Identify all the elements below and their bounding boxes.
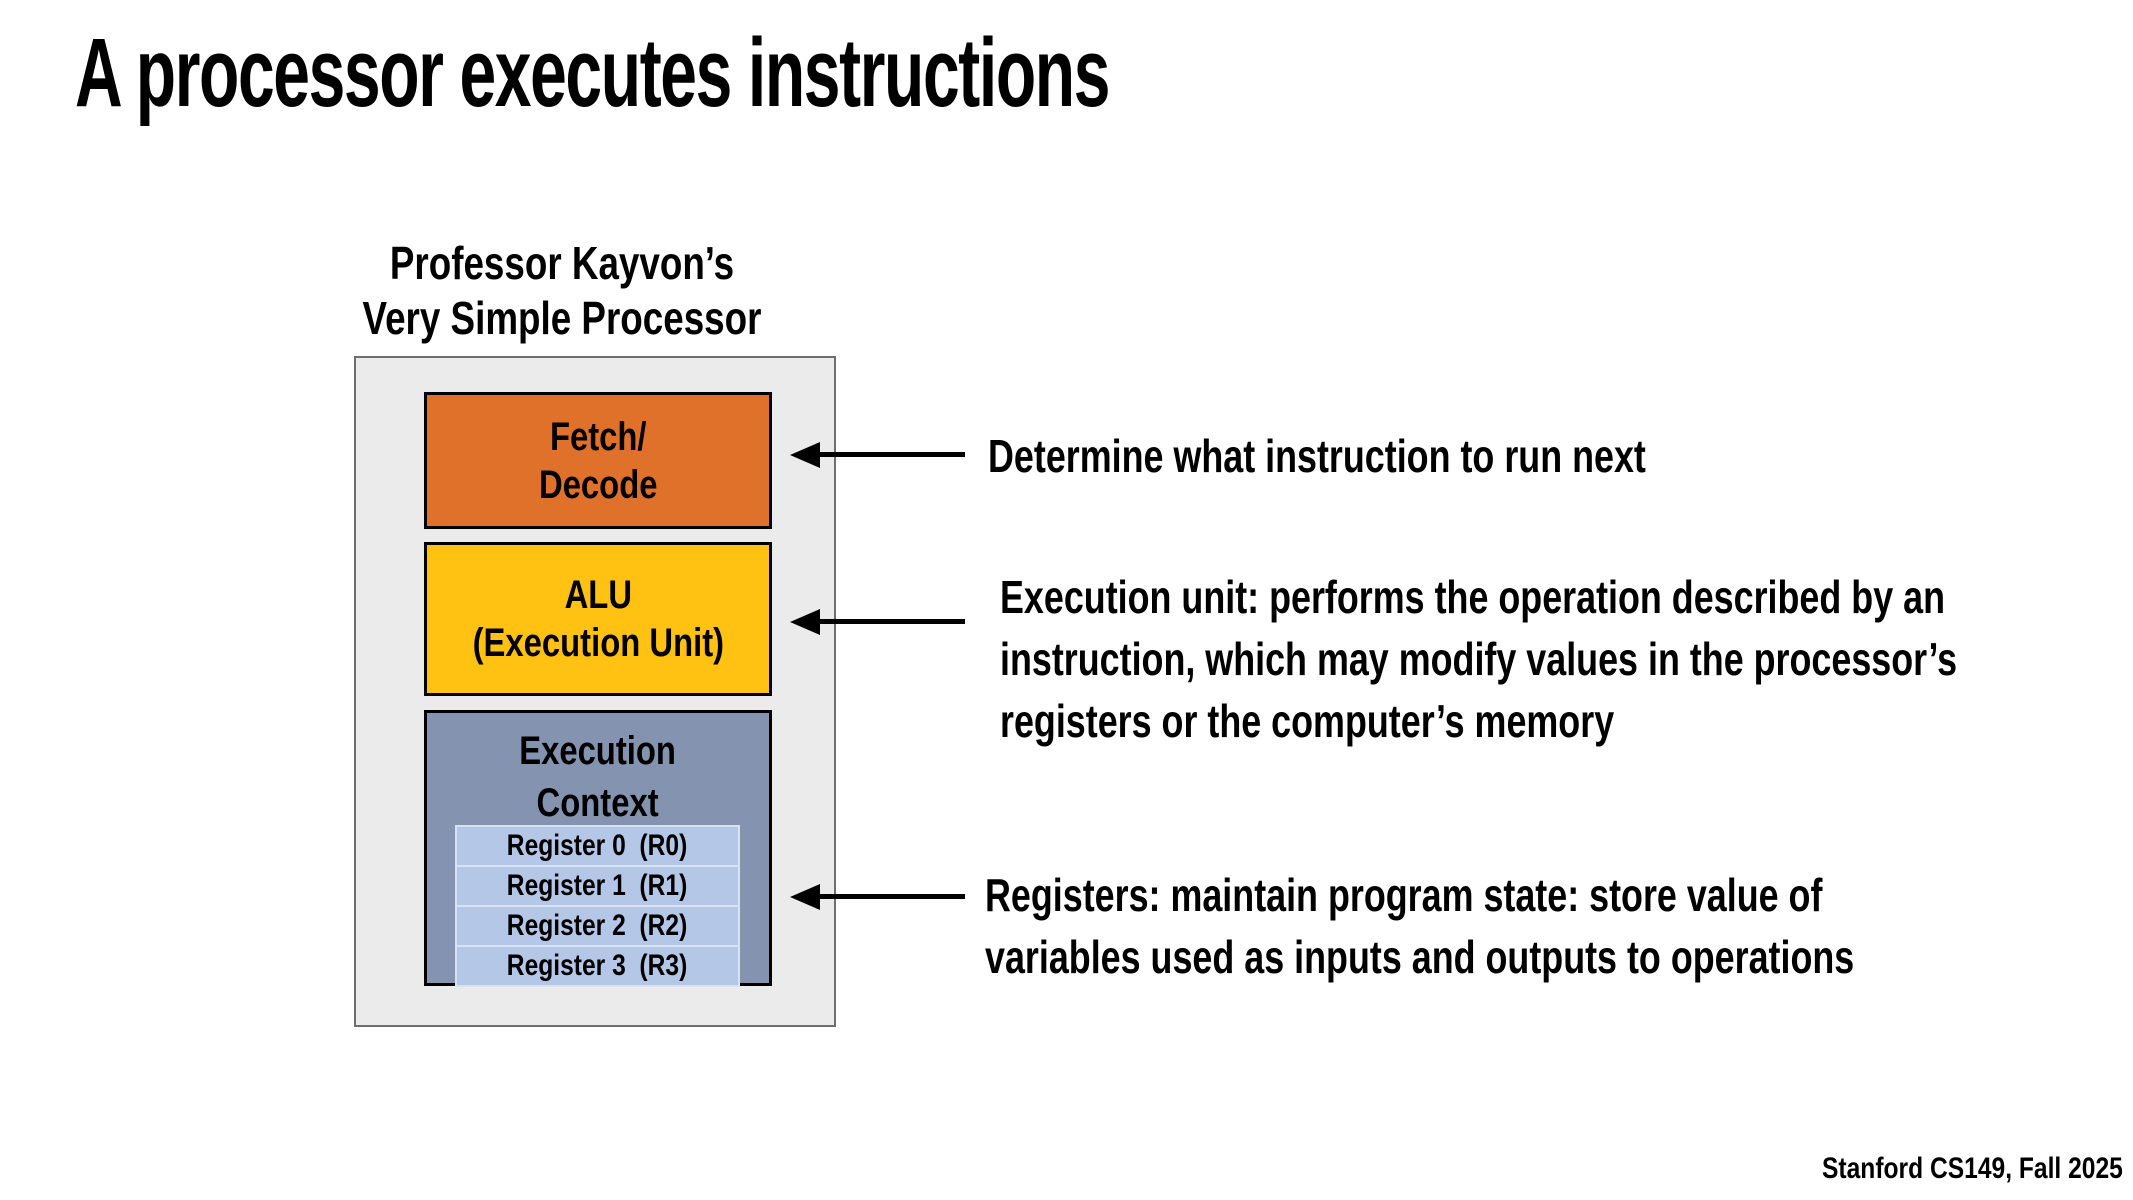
arrow-shaft — [814, 894, 965, 899]
execution-context-label: Execution Context — [520, 725, 677, 829]
register-row: Register 2 (R2) — [457, 907, 738, 947]
annotation-fetch-decode: Determine what instruction to run next — [988, 425, 1646, 487]
fetch-decode-label-line2: Decode — [538, 462, 658, 507]
register-0-label: Register 0 (R0) — [507, 829, 688, 862]
annotation-alu: Execution unit: performs the operation d… — [1000, 566, 1957, 752]
alu-label-line1: ALU — [564, 573, 632, 617]
fetch-decode-label: Fetch/ Decode — [539, 413, 657, 509]
register-file: Register 0 (R0) Register 1 (R1) Register… — [455, 825, 740, 987]
fetch-decode-label-line1: Fetch/ — [549, 414, 647, 459]
execution-context-label-line2: Context — [536, 781, 660, 825]
execution-context-label-line1: Execution — [519, 729, 677, 773]
arrow-shaft — [814, 452, 965, 457]
register-row: Register 3 (R3) — [457, 947, 738, 985]
annotation-line: Execution unit: performs the operation d… — [1000, 571, 1945, 623]
annotation-line: Registers: maintain program state: store… — [985, 869, 1823, 921]
register-1-label: Register 1 (R1) — [507, 869, 688, 902]
register-row: Register 0 (R0) — [457, 827, 738, 867]
arrow-to-alu-icon — [790, 609, 965, 635]
processor-label-line2: Very Simple Processor — [362, 292, 762, 344]
fetch-decode-box: Fetch/ Decode — [424, 392, 772, 529]
register-3-label: Register 3 (R3) — [507, 949, 688, 982]
processor-label-line1: Professor Kayvon’s — [389, 237, 735, 289]
annotation-registers: Registers: maintain program state: store… — [985, 864, 1854, 988]
annotation-line: variables used as inputs and outputs to … — [985, 931, 1855, 983]
alu-box: ALU (Execution Unit) — [424, 542, 772, 696]
processor-label: Professor Kayvon’s Very Simple Processor — [322, 236, 802, 346]
slide-title: A processor executes instructions — [75, 18, 1110, 127]
alu-label-line2: (Execution Unit) — [472, 621, 724, 665]
arrow-shaft — [814, 619, 965, 624]
arrow-to-registers-icon — [790, 884, 965, 910]
alu-label: ALU (Execution Unit) — [472, 571, 723, 667]
register-2-label: Register 2 (R2) — [507, 909, 688, 942]
course-footer: Stanford CS149, Fall 2025 — [1822, 1152, 2123, 1185]
annotation-line: Determine what instruction to run next — [988, 430, 1646, 482]
arrow-to-fetch-decode-icon — [790, 442, 965, 468]
annotation-line: instruction, which may modify values in … — [1000, 633, 1958, 685]
annotation-line: registers or the computer’s memory — [1000, 695, 1615, 747]
register-row: Register 1 (R1) — [457, 867, 738, 907]
